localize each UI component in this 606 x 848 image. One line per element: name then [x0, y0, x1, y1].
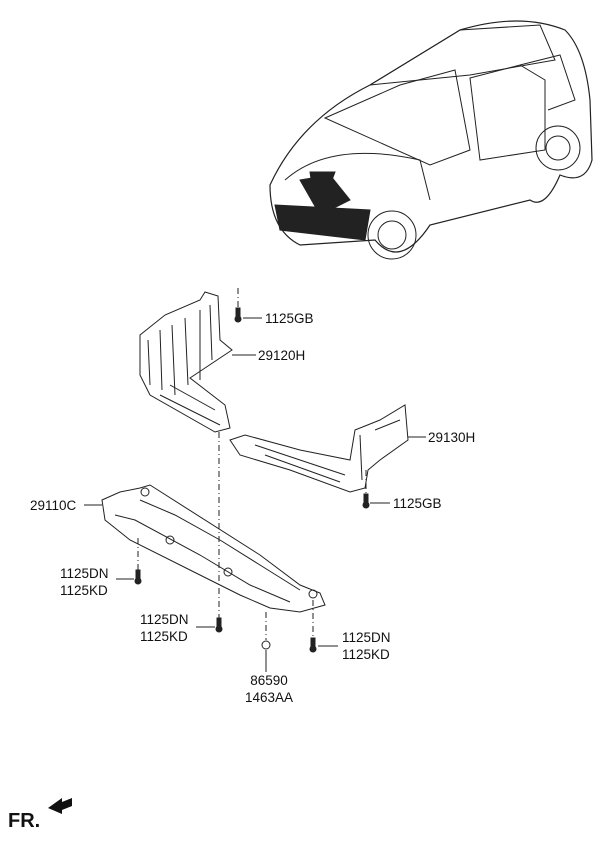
left-cover-drawing	[139, 291, 233, 433]
part-label-29130h: 29130H	[428, 430, 476, 445]
front-direction-arrow-icon	[48, 798, 72, 814]
part-label-1125gb-top: 1125GB	[265, 311, 314, 326]
leader-lines	[84, 317, 426, 672]
part-label-screw-right: 1125DN 1125KD	[342, 629, 391, 663]
part-label-29120h: 29120H	[258, 348, 306, 363]
part-label-29110c: 29110C	[30, 498, 77, 513]
part-label-nut: 86590 1463AA	[245, 672, 293, 706]
part-code: 1125DN	[60, 566, 109, 581]
front-cover-drawing	[101, 484, 326, 613]
part-code: 86590	[250, 673, 288, 688]
part-code: 1125KD	[140, 629, 188, 644]
front-direction-label: FR.	[8, 810, 41, 832]
part-label-screw-center: 1125DN 1125KD	[140, 611, 189, 645]
car-illustration	[269, 20, 593, 260]
part-code: 1125KD	[60, 583, 108, 598]
part-code: 1125DN	[140, 612, 189, 627]
part-label-screw-left: 1125DN 1125KD	[60, 565, 109, 599]
part-code: 1125KD	[342, 647, 390, 662]
part-code: 1463AA	[245, 690, 294, 705]
guide-lines	[137, 288, 367, 640]
part-label-1125gb-right: 1125GB	[393, 496, 442, 511]
part-code: 1125DN	[342, 630, 391, 645]
fasteners	[134, 307, 370, 653]
right-cover-drawing	[229, 404, 409, 493]
